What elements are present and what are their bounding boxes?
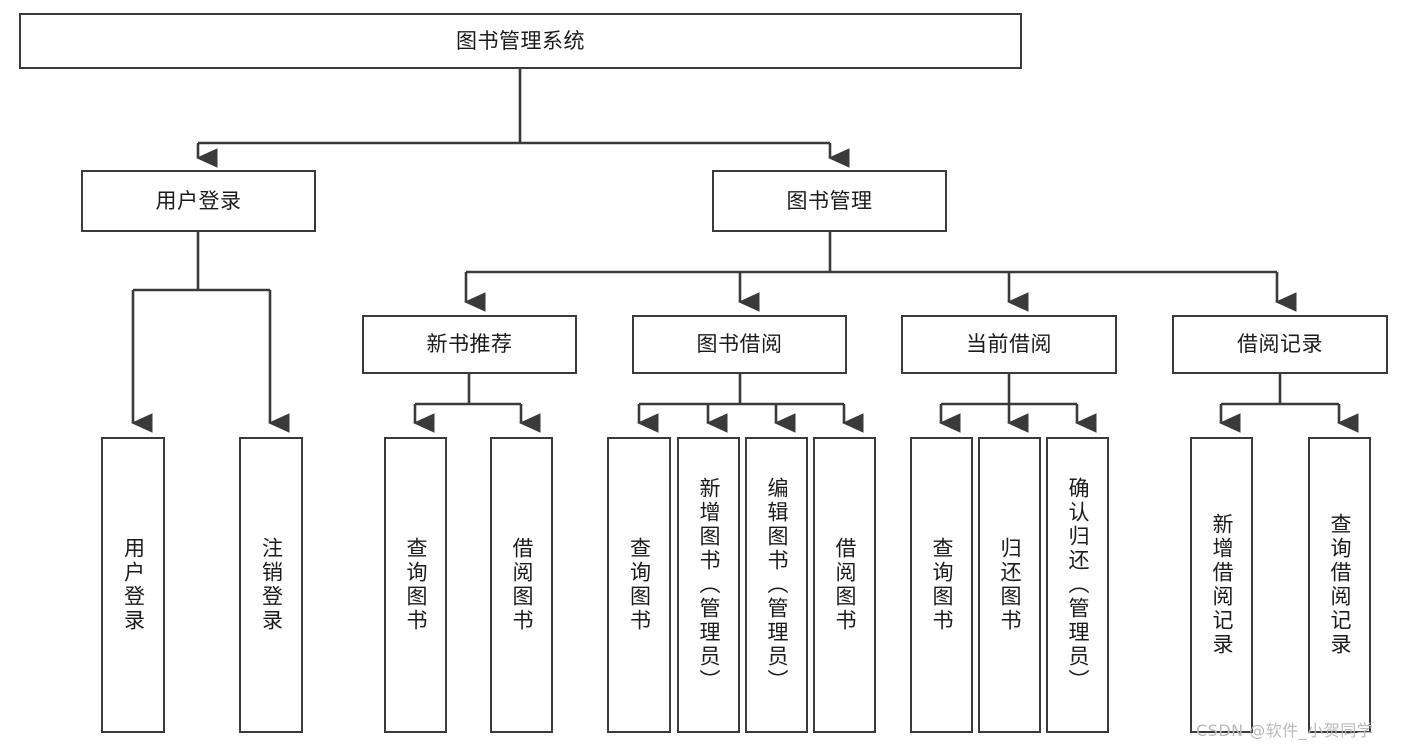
node-leaf-query-book-3-label: 查询图书 [930,537,954,633]
node-leaf-confirm-return-label: 确认归还（管理员） [1066,477,1090,693]
node-leaf-query-book-2[interactable]: 查询图书 [607,437,671,733]
edge-group-book-manage [464,232,1297,312]
node-leaf-confirm-return[interactable]: 确认归还（管理员） [1046,437,1109,733]
node-leaf-add-book[interactable]: 新增图书（管理员） [677,437,740,733]
node-leaf-query-book-2-label: 查询图书 [627,537,652,633]
edge-group-root [196,69,850,168]
node-new-book-rec[interactable]: 新书推荐 [362,315,577,374]
node-leaf-user-logout-label: 注销登录 [259,537,284,633]
node-leaf-return-book-label: 归还图书 [998,537,1022,633]
node-leaf-borrow-book-2-label: 借阅图书 [833,537,857,633]
node-user-login-label: 用户登录 [155,188,242,213]
node-new-book-rec-label: 新书推荐 [426,332,513,357]
node-leaf-user-login-label: 用户登录 [121,537,146,633]
node-leaf-add-record[interactable]: 新增借阅记录 [1190,437,1253,733]
node-leaf-query-record[interactable]: 查询借阅记录 [1308,437,1371,733]
node-leaf-borrow-book-2[interactable]: 借阅图书 [813,437,876,733]
node-borrow-record[interactable]: 借阅记录 [1172,315,1388,374]
node-leaf-edit-book-label: 编辑图书（管理员） [765,477,789,693]
node-borrow-record-label: 借阅记录 [1237,332,1323,357]
node-leaf-query-record-label: 查询借阅记录 [1328,513,1352,657]
node-current-borrow[interactable]: 当前借阅 [901,315,1117,374]
edge-group-current-borrow [939,374,1097,433]
node-leaf-query-book-1-label: 查询图书 [404,537,428,633]
node-leaf-edit-book[interactable]: 编辑图书（管理员） [745,437,808,733]
node-leaf-query-book-1[interactable]: 查询图书 [384,437,447,733]
edge-group-new-book-rec [413,374,541,433]
node-book-borrow[interactable]: 图书借阅 [632,315,847,374]
node-leaf-user-login[interactable]: 用户登录 [101,437,165,733]
node-current-borrow-label: 当前借阅 [966,332,1052,357]
node-leaf-add-book-label: 新增图书（管理员） [697,477,721,693]
node-root[interactable]: 图书管理系统 [19,13,1022,69]
edge-group-borrow-record [1219,374,1359,433]
node-leaf-borrow-book-1-label: 借阅图书 [510,537,534,633]
node-book-manage[interactable]: 图书管理 [712,170,947,232]
node-book-manage-label: 图书管理 [786,188,873,213]
node-leaf-return-book[interactable]: 归还图书 [978,437,1041,733]
node-leaf-add-record-label: 新增借阅记录 [1210,513,1234,657]
edge-group-book-borrow [637,374,864,433]
node-leaf-borrow-book-1[interactable]: 借阅图书 [490,437,553,733]
edge-group-user-login [131,232,290,433]
node-book-borrow-label: 图书借阅 [696,332,783,357]
node-leaf-query-book-3[interactable]: 查询图书 [910,437,973,733]
csdn-watermark: CSDN @软件_小贺同学 [1196,721,1374,740]
node-root-label: 图书管理系统 [456,28,585,53]
node-leaf-user-logout[interactable]: 注销登录 [239,437,303,733]
node-user-login[interactable]: 用户登录 [81,170,316,232]
